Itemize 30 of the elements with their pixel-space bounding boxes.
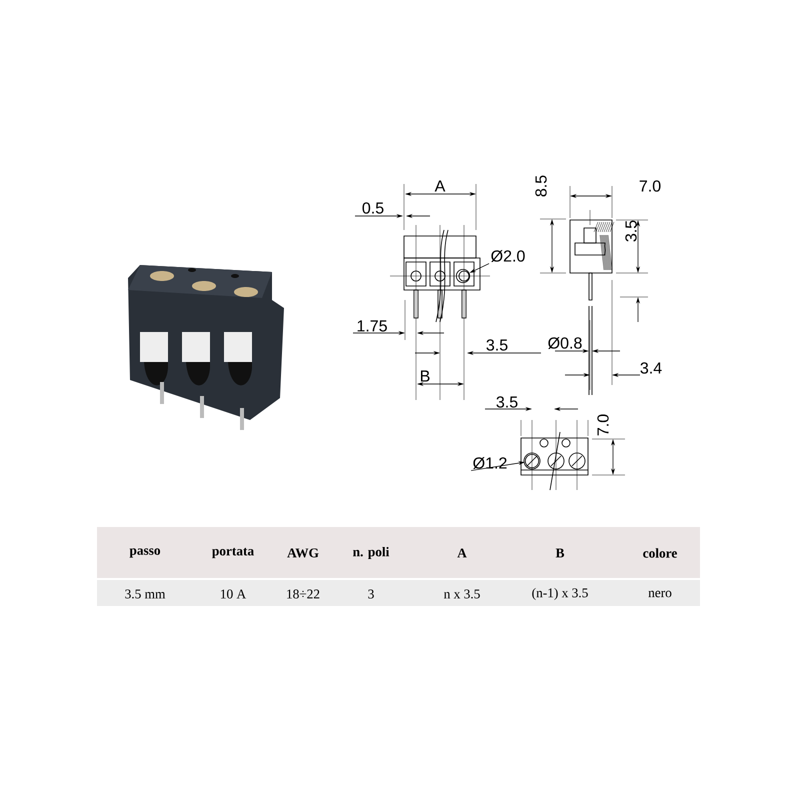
dimension-label: B — [420, 370, 430, 382]
dimension-label: 3.5 — [486, 339, 508, 351]
dimension-label: 3.4 — [640, 362, 662, 374]
dimension-label: 3.5 — [496, 396, 518, 408]
column-header: AWG — [287, 548, 319, 558]
hole-outline — [456, 268, 470, 284]
table-value: nero — [648, 590, 672, 598]
column-header: colore — [643, 548, 677, 558]
dimension-label: Ø2.0 — [491, 250, 525, 262]
table-value: (n-1) x 3.5 — [532, 588, 588, 600]
column-header: n. poli — [353, 546, 390, 560]
column-header: B — [556, 548, 564, 558]
dimension-label: 0.5 — [362, 202, 384, 214]
table-value: 3.5 mm — [125, 590, 166, 599]
table-value: 3 — [368, 590, 374, 598]
dimension-label: 7.0 — [597, 414, 609, 436]
column-header: passo — [130, 548, 160, 558]
dimension-label: 7.0 — [640, 180, 660, 192]
table-value: 10 A — [221, 590, 246, 598]
column-header: portata — [212, 548, 254, 558]
table-value: n x 3.5 — [444, 590, 480, 599]
dimension-label: A — [434, 180, 446, 192]
hole-outline — [524, 454, 540, 468]
column-header: A — [457, 548, 467, 558]
dimension-label: 8.5 — [535, 176, 547, 196]
table-value: 18÷22 — [287, 590, 320, 598]
dimension-label: Ø0.8 — [548, 337, 582, 349]
dimension-label: 1.75 — [358, 320, 387, 332]
dimension-label: 3.5 — [625, 220, 637, 242]
dimension-label: Ø1.2 — [473, 457, 507, 469]
